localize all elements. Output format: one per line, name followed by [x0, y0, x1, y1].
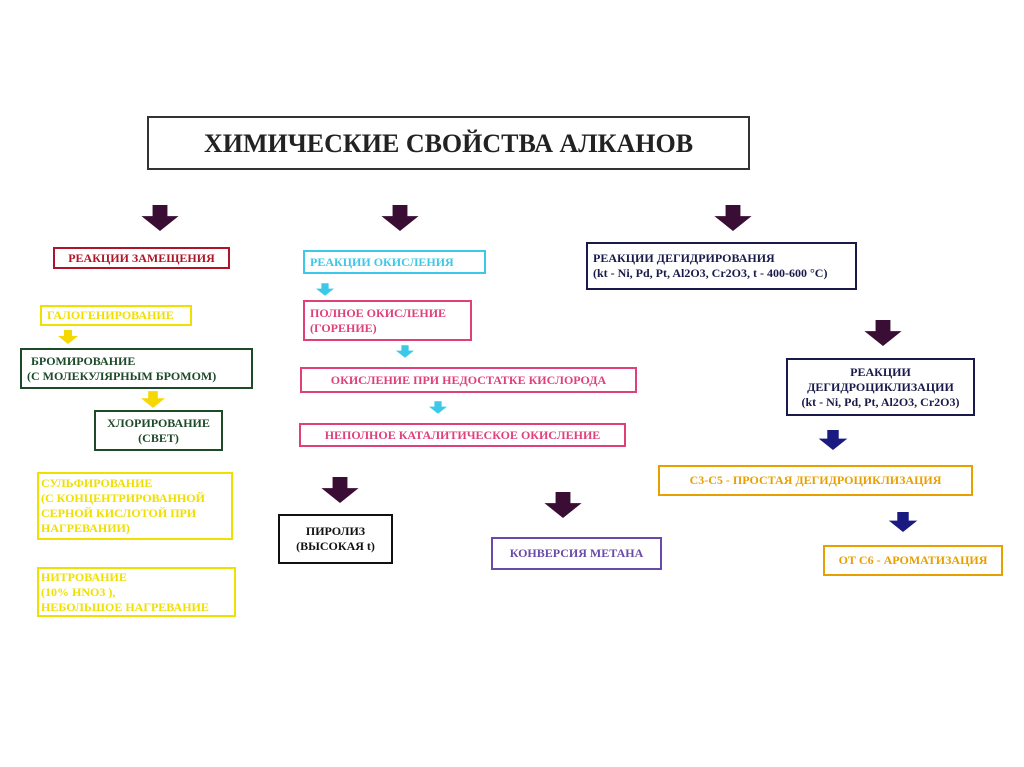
label: ОКИСЛЕНИЕ ПРИ НЕДОСТАТКЕ КИСЛОРОДА [330, 372, 607, 387]
label: С3-С5 - ПРОСТАЯ ДЕГИДРОЦИКЛИЗАЦИЯ [689, 473, 942, 487]
label: НЕБОЛЬШОЕ НАГРЕВАНИЕ [41, 599, 209, 614]
catalytic-oxidation-box: НЕПОЛНОЕ КАТАЛИТИЧЕСКОЕ ОКИСЛЕНИЕ [299, 423, 626, 447]
label: НАГРЕВАНИИ) [41, 521, 130, 535]
label: РЕАКЦИИ ОКИСЛЕНИЯ [310, 254, 454, 269]
down-arrow-icon [888, 512, 918, 532]
label: ПОЛНОЕ ОКИСЛЕНИЕ [310, 305, 447, 320]
label: СУЛЬФИРОВАНИЕ [41, 476, 153, 490]
sulfonation-box: СУЛЬФИРОВАНИЕ (С КОНЦЕНТРИРОВАННОЙ СЕРНО… [37, 472, 233, 540]
dehydrocyclization-box: РЕАКЦИИ ДЕГИДРОЦИКЛИЗАЦИИ (kt - Ni, Pd, … [786, 358, 975, 416]
label: (СВЕТ) [138, 430, 179, 445]
down-arrow-icon [316, 283, 334, 296]
label: ГАЛОГЕНИРОВАНИЕ [47, 308, 174, 322]
label: ХЛОРИРОВАНИЕ [107, 415, 210, 430]
halogenation-box: ГАЛОГЕНИРОВАНИЕ [40, 305, 192, 326]
down-arrow-icon [396, 345, 414, 358]
label: (С МОЛЕКУЛЯРНЫМ БРОМОМ) [27, 368, 217, 383]
oxygen-lack-oxidation-box: ОКИСЛЕНИЕ ПРИ НЕДОСТАТКЕ КИСЛОРОДА [300, 367, 637, 393]
methane-conversion-box: КОНВЕРСИЯ МЕТАНА [491, 537, 662, 570]
down-arrow-icon [381, 205, 419, 231]
label: РЕАКЦИИ ДЕГИДРИРОВАНИЯ [593, 251, 775, 265]
pyrolysis-box: ПИРОЛИЗ (ВЫСОКАЯ t) [278, 514, 393, 564]
chlorination-box: ХЛОРИРОВАНИЕ (СВЕТ) [94, 410, 223, 451]
label: БРОМИРОВАНИЕ [31, 353, 136, 368]
label: (kt - Ni, Pd, Pt, Al2O3, Cr2O3, t - 400-… [593, 266, 828, 280]
label: НЕПОЛНОЕ КАТАЛИТИЧЕСКОЕ ОКИСЛЕНИЕ [324, 427, 601, 442]
substitution-reactions-box: РЕАКЦИИ ЗАМЕЩЕНИЯ [53, 247, 230, 269]
label: ОТ С6 - АРОМАТИЗАЦИЯ [838, 553, 988, 567]
down-arrow-icon [429, 401, 447, 414]
nitration-box: НИТРОВАНИЕ (10% HNO3 ), НЕБОЛЬШОЕ НАГРЕВ… [37, 567, 236, 617]
down-arrow-icon [321, 477, 359, 503]
label: РЕАКЦИИ [850, 364, 911, 379]
simple-cyclization-box: С3-С5 - ПРОСТАЯ ДЕГИДРОЦИКЛИЗАЦИЯ [658, 465, 973, 496]
label: (10% HNO3 ), [41, 584, 116, 599]
label: ДЕГИДРОЦИКЛИЗАЦИИ [807, 379, 954, 394]
down-arrow-icon [141, 205, 179, 231]
label: (kt - Ni, Pd, Pt, Al2O3, Cr2O3) [801, 394, 960, 409]
down-arrow-icon [864, 320, 902, 346]
dehydrogenation-box: РЕАКЦИИ ДЕГИДРИРОВАНИЯ (kt - Ni, Pd, Pt,… [586, 242, 857, 290]
down-arrow-icon [141, 391, 165, 408]
down-arrow-icon [58, 330, 78, 344]
label: НИТРОВАНИЕ [41, 569, 127, 584]
down-arrow-icon [818, 430, 848, 450]
aromatization-box: ОТ С6 - АРОМАТИЗАЦИЯ [823, 545, 1003, 576]
label: (ГОРЕНИЕ) [310, 320, 377, 335]
full-oxidation-box: ПОЛНОЕ ОКИСЛЕНИЕ (ГОРЕНИЕ) [303, 300, 472, 341]
label: СЕРНОЙ КИСЛОТОЙ ПРИ [41, 506, 197, 520]
label: РЕАКЦИИ ЗАМЕЩЕНИЯ [68, 250, 215, 265]
down-arrow-icon [714, 205, 752, 231]
diagram-title: ХИМИЧЕСКИЕ СВОЙСТВА АЛКАНОВ [147, 116, 750, 170]
label: (ВЫСОКАЯ t) [296, 539, 375, 553]
oxidation-reactions-box: РЕАКЦИИ ОКИСЛЕНИЯ [303, 250, 486, 274]
bromination-box: БРОМИРОВАНИЕ (С МОЛЕКУЛЯРНЫМ БРОМОМ) [20, 348, 253, 389]
label: КОНВЕРСИЯ МЕТАНА [509, 546, 644, 560]
label: (С КОНЦЕНТРИРОВАННОЙ [41, 491, 205, 505]
down-arrow-icon [544, 492, 582, 518]
label: ПИРОЛИЗ [305, 524, 366, 538]
